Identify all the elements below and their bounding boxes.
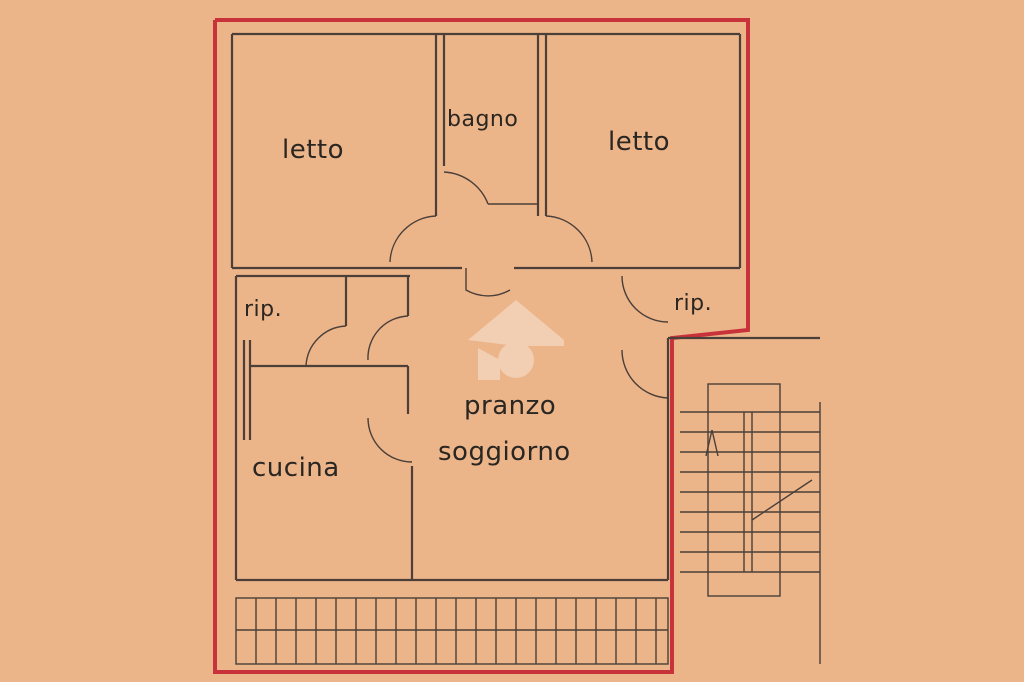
- staircase: [680, 383, 821, 664]
- room-label-letto-left: letto: [282, 135, 344, 165]
- door-swings: [305, 171, 669, 463]
- room-label-bagno: bagno: [447, 107, 518, 132]
- room-label-letto-right: letto: [608, 127, 670, 157]
- room-label-rip-left: rip.: [244, 297, 282, 322]
- balcony-railing: [235, 597, 669, 665]
- room-label-cucina: cucina: [252, 453, 340, 483]
- outer-walls: [230, 32, 820, 582]
- interior-walls: [236, 34, 670, 580]
- room-label-soggiorno: soggiorno: [438, 437, 571, 467]
- room-label-pranzo: pranzo: [464, 391, 556, 421]
- house-logo-watermark-icon: [468, 300, 564, 380]
- room-label-rip-right: rip.: [674, 291, 712, 316]
